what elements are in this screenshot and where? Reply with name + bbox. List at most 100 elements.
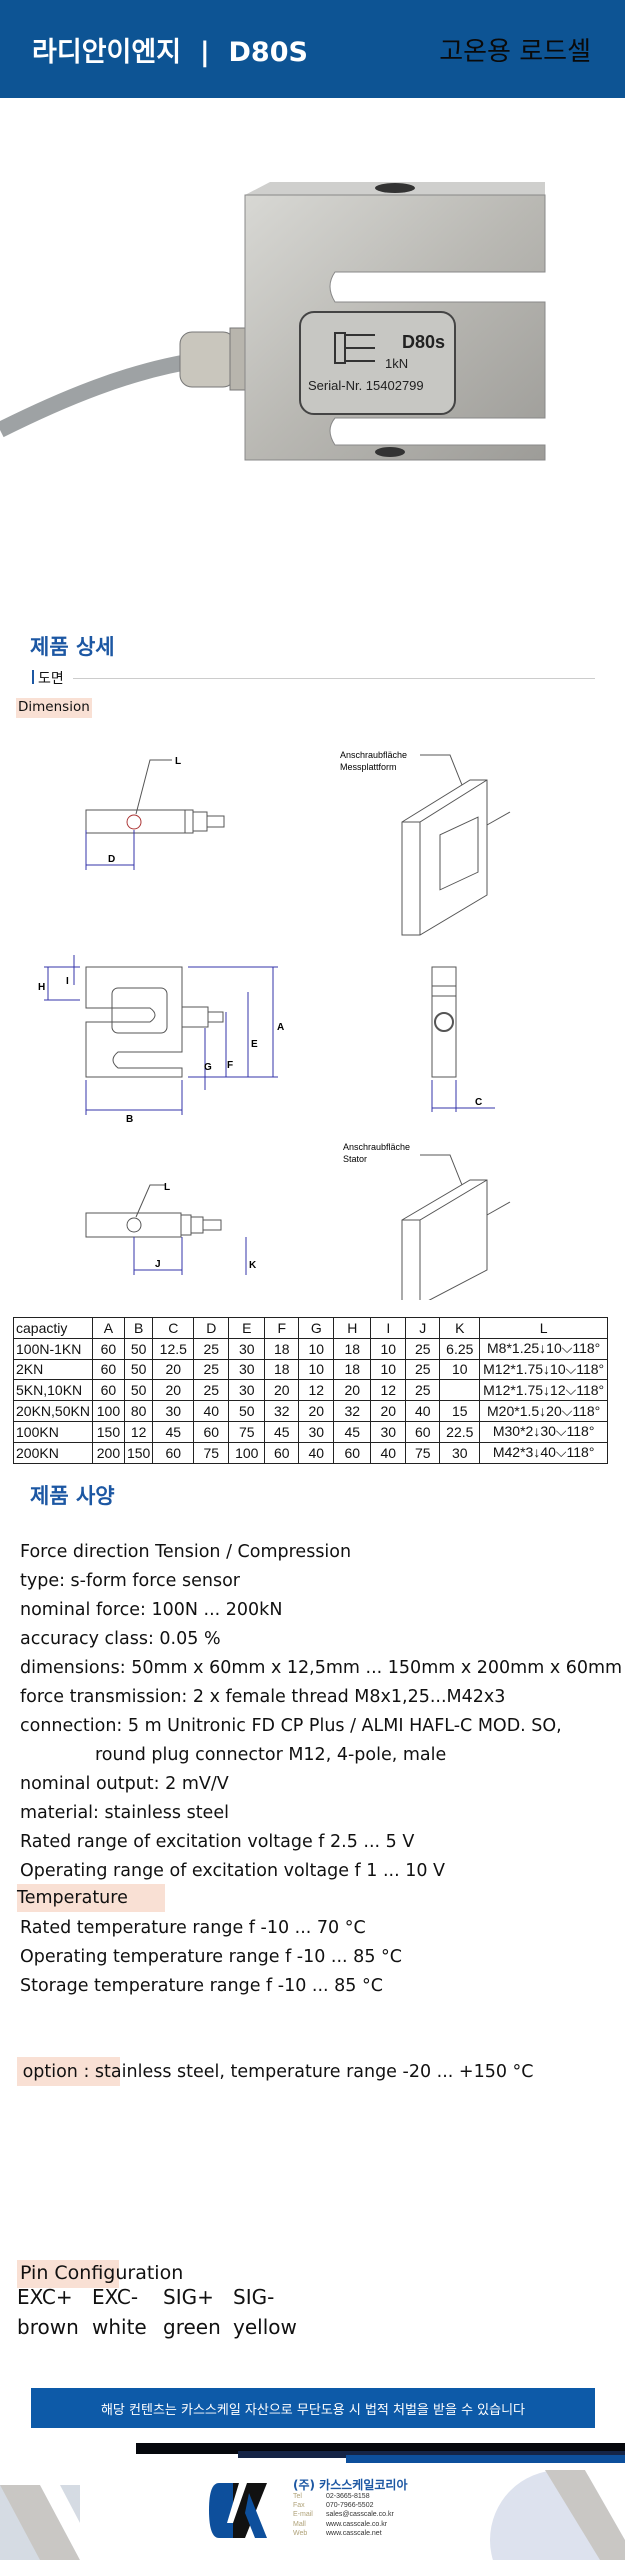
table-cell: 12.5 bbox=[152, 1337, 195, 1360]
column-header: C bbox=[152, 1317, 195, 1339]
contact-value: www.casscale.co.kr bbox=[326, 2520, 388, 2528]
column-header: E bbox=[228, 1317, 266, 1339]
decor-right-icon bbox=[490, 2470, 625, 2560]
table-cell bbox=[439, 1379, 481, 1402]
pin-signal: SIG- bbox=[233, 2285, 275, 2309]
table-cell: 25 bbox=[193, 1379, 230, 1402]
table-cell: 20KN,50KN bbox=[13, 1400, 93, 1422]
table-cell: 200KN bbox=[13, 1441, 93, 1464]
label-L-bottom: L bbox=[164, 1182, 170, 1193]
option-text: option : stainless steel, temperature ra… bbox=[17, 2062, 534, 2082]
label-I: I bbox=[66, 976, 69, 987]
company-name: (주) 카스스케일코리아 bbox=[293, 2478, 408, 2492]
spec-line: nominal force: 100N ... 200kN bbox=[20, 1600, 283, 1620]
column-header: B bbox=[123, 1317, 154, 1339]
table-cell: 25 bbox=[405, 1337, 441, 1360]
iso-top-label-1: Anschraubfläche bbox=[340, 750, 407, 760]
table-cell: 30 bbox=[370, 1420, 407, 1443]
table-cell: 6.25 bbox=[439, 1337, 481, 1360]
table-cell: 18 bbox=[333, 1337, 372, 1360]
header-title: 라디안이엔지 | D80S bbox=[32, 37, 308, 68]
contact-value: www.casscale.net bbox=[326, 2529, 382, 2537]
spec-line: dimensions: 50mm x 60mm x 12,5mm ... 150… bbox=[20, 1658, 623, 1678]
table-cell: 15 bbox=[439, 1400, 481, 1422]
bottom-view-drawing bbox=[85, 1154, 511, 1300]
temperature-line: Rated temperature range f -10 ... 70 °C bbox=[20, 1918, 366, 1938]
table-cell: 60 bbox=[91, 1358, 125, 1381]
table-cell: 20 bbox=[152, 1358, 195, 1381]
contact-label: Tel bbox=[293, 2493, 302, 2500]
column-header: D bbox=[193, 1317, 230, 1339]
table-cell: 60 bbox=[264, 1441, 300, 1464]
table-cell: M8*1.25↓10⌵118° bbox=[479, 1337, 608, 1360]
table-cell: 30 bbox=[152, 1400, 195, 1422]
spec-line: Force direction Tension / Compression bbox=[20, 1542, 352, 1562]
label-K: K bbox=[249, 1260, 257, 1271]
footer-stripe-black bbox=[136, 2443, 625, 2454]
table-cell: 100N-1KN bbox=[13, 1337, 93, 1360]
table-cell: 40 bbox=[193, 1400, 230, 1422]
label-J: J bbox=[155, 1259, 161, 1270]
pin-wire-color: brown bbox=[17, 2315, 79, 2339]
table-cell: 40 bbox=[370, 1441, 407, 1464]
spec-line: accuracy class: 0.05 % bbox=[20, 1629, 221, 1649]
table-cell: 25 bbox=[193, 1337, 230, 1360]
page-header: 라디안이엔지 | D80S 고온용 로드셀 bbox=[0, 0, 625, 98]
dimension-drawings: L D Anschraubfläche Messplattform A E F … bbox=[38, 750, 511, 1300]
contact-row: Mall www.casscale.co.kr bbox=[293, 2521, 394, 2530]
table-cell: 45 bbox=[152, 1420, 195, 1443]
table-cell: 50 bbox=[123, 1337, 154, 1360]
header-subtitle: 고온용 로드셀 bbox=[439, 37, 591, 67]
spec-line: Operating range of excitation voltage f … bbox=[20, 1861, 446, 1881]
table-cell: 30 bbox=[298, 1420, 335, 1443]
table-cell: 10 bbox=[370, 1337, 407, 1360]
table-cell: 25 bbox=[193, 1358, 230, 1381]
contact-label: Web bbox=[293, 2529, 308, 2537]
column-header: capactiy bbox=[13, 1317, 93, 1339]
table-cell: 30 bbox=[228, 1337, 266, 1360]
table-cell: 40 bbox=[405, 1400, 441, 1422]
label-E: E bbox=[251, 1039, 258, 1050]
specs-section-title: 제품 사양 bbox=[30, 1484, 115, 1508]
pin-wire-color: yellow bbox=[233, 2315, 297, 2339]
spec-line: nominal output: 2 mV/V bbox=[20, 1774, 229, 1794]
label-L: L bbox=[175, 756, 181, 767]
table-cell: 20 bbox=[264, 1379, 300, 1402]
column-header: K bbox=[439, 1317, 481, 1339]
table-cell: 10 bbox=[298, 1337, 335, 1360]
column-header: G bbox=[298, 1317, 335, 1339]
column-header: A bbox=[91, 1317, 125, 1339]
pin-heading: Pin Configuration bbox=[20, 2262, 184, 2284]
label-A: A bbox=[277, 1022, 284, 1033]
table-cell: 30 bbox=[228, 1358, 266, 1381]
table-cell: 60 bbox=[333, 1441, 372, 1464]
contact-value: sales@casscale.co.kr bbox=[326, 2511, 394, 2519]
table-cell: M12*1.75↓12⌵118° bbox=[479, 1379, 608, 1402]
spec-line: type: s-form force sensor bbox=[20, 1571, 240, 1591]
contact-label: Mall bbox=[293, 2520, 306, 2528]
photo-model: D80s bbox=[402, 332, 445, 352]
front-view-drawing bbox=[44, 955, 278, 1115]
table-cell: 2KN bbox=[13, 1358, 93, 1381]
contact-row: Web www.casscale.net bbox=[293, 2530, 394, 2539]
column-header: J bbox=[405, 1317, 441, 1339]
table-cell: 150 bbox=[123, 1441, 154, 1464]
contact-label: Fax bbox=[293, 2502, 305, 2510]
label-G: G bbox=[204, 1062, 212, 1073]
table-cell: 200 bbox=[91, 1441, 125, 1464]
top-view-drawing bbox=[85, 759, 225, 870]
table-cell: 60 bbox=[152, 1441, 195, 1464]
table-cell: 20 bbox=[152, 1379, 195, 1402]
footer-stripe-blue bbox=[346, 2455, 625, 2463]
table-cell: 60 bbox=[91, 1379, 125, 1402]
table-cell: 32 bbox=[264, 1400, 300, 1422]
table-cell: 30 bbox=[228, 1379, 266, 1402]
divider bbox=[73, 678, 595, 679]
spec-line: connection: 5 m Unitronic FD CP Plus / A… bbox=[20, 1716, 562, 1736]
table-cell: M30*2↓30⌵118° bbox=[479, 1420, 608, 1443]
